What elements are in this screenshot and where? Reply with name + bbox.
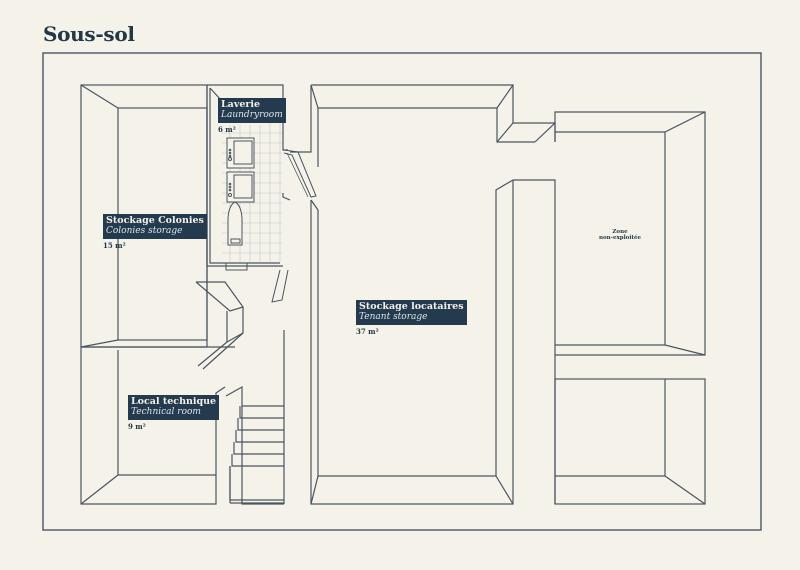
room-name: Stockage Colonies — [106, 215, 204, 226]
label-zone-non-exploitee: Zone non-exploitée — [585, 229, 655, 241]
room-area: 15 m² — [103, 241, 126, 250]
room-small-storage — [554, 378, 706, 505]
room-zone-non-exploitee — [554, 111, 706, 356]
room-name-en: Tenant storage — [359, 312, 428, 322]
label-local-technique: Local technique Technical room 9 m² — [128, 395, 220, 431]
room-name-en: Colonies storage — [106, 226, 183, 236]
outer-boundary — [42, 52, 762, 531]
room-name: Laverie — [221, 99, 261, 110]
ironing-board — [227, 201, 243, 246]
washing-machine — [226, 137, 255, 169]
room-name: Local technique — [131, 396, 217, 407]
label-stockage-colonies: Stockage Colonies Colonies storage 15 m² — [103, 214, 207, 250]
label-box: Local technique Technical room — [128, 395, 220, 420]
room-area: 6 m² — [218, 125, 236, 134]
zone-line-2: non-exploitée — [599, 235, 641, 241]
room-area: 37 m² — [356, 327, 379, 336]
staircase — [225, 330, 285, 505]
label-laverie: Laverie Laundryroom 6 m² — [218, 98, 286, 134]
room-area: 9 m² — [128, 422, 146, 431]
label-box: Stockage Colonies Colonies storage — [103, 214, 207, 239]
room-name: Stockage locataires — [359, 301, 464, 312]
label-box: Stockage locataires Tenant storage — [356, 300, 467, 325]
label-stockage-locataires: Stockage locataires Tenant storage 37 m² — [356, 300, 467, 336]
room-name-en: Laundryroom — [221, 110, 283, 120]
page-title: Sous-sol — [43, 22, 135, 46]
room-stockage-locataires — [290, 84, 556, 505]
label-box: Laverie Laundryroom — [218, 98, 286, 123]
room-local-technique — [80, 346, 235, 505]
room-name-en: Technical room — [131, 407, 201, 417]
zone-line-1: Zone — [612, 229, 628, 235]
room-laverie — [206, 84, 317, 303]
partition-wall — [195, 281, 244, 370]
dryer-machine — [226, 171, 255, 203]
